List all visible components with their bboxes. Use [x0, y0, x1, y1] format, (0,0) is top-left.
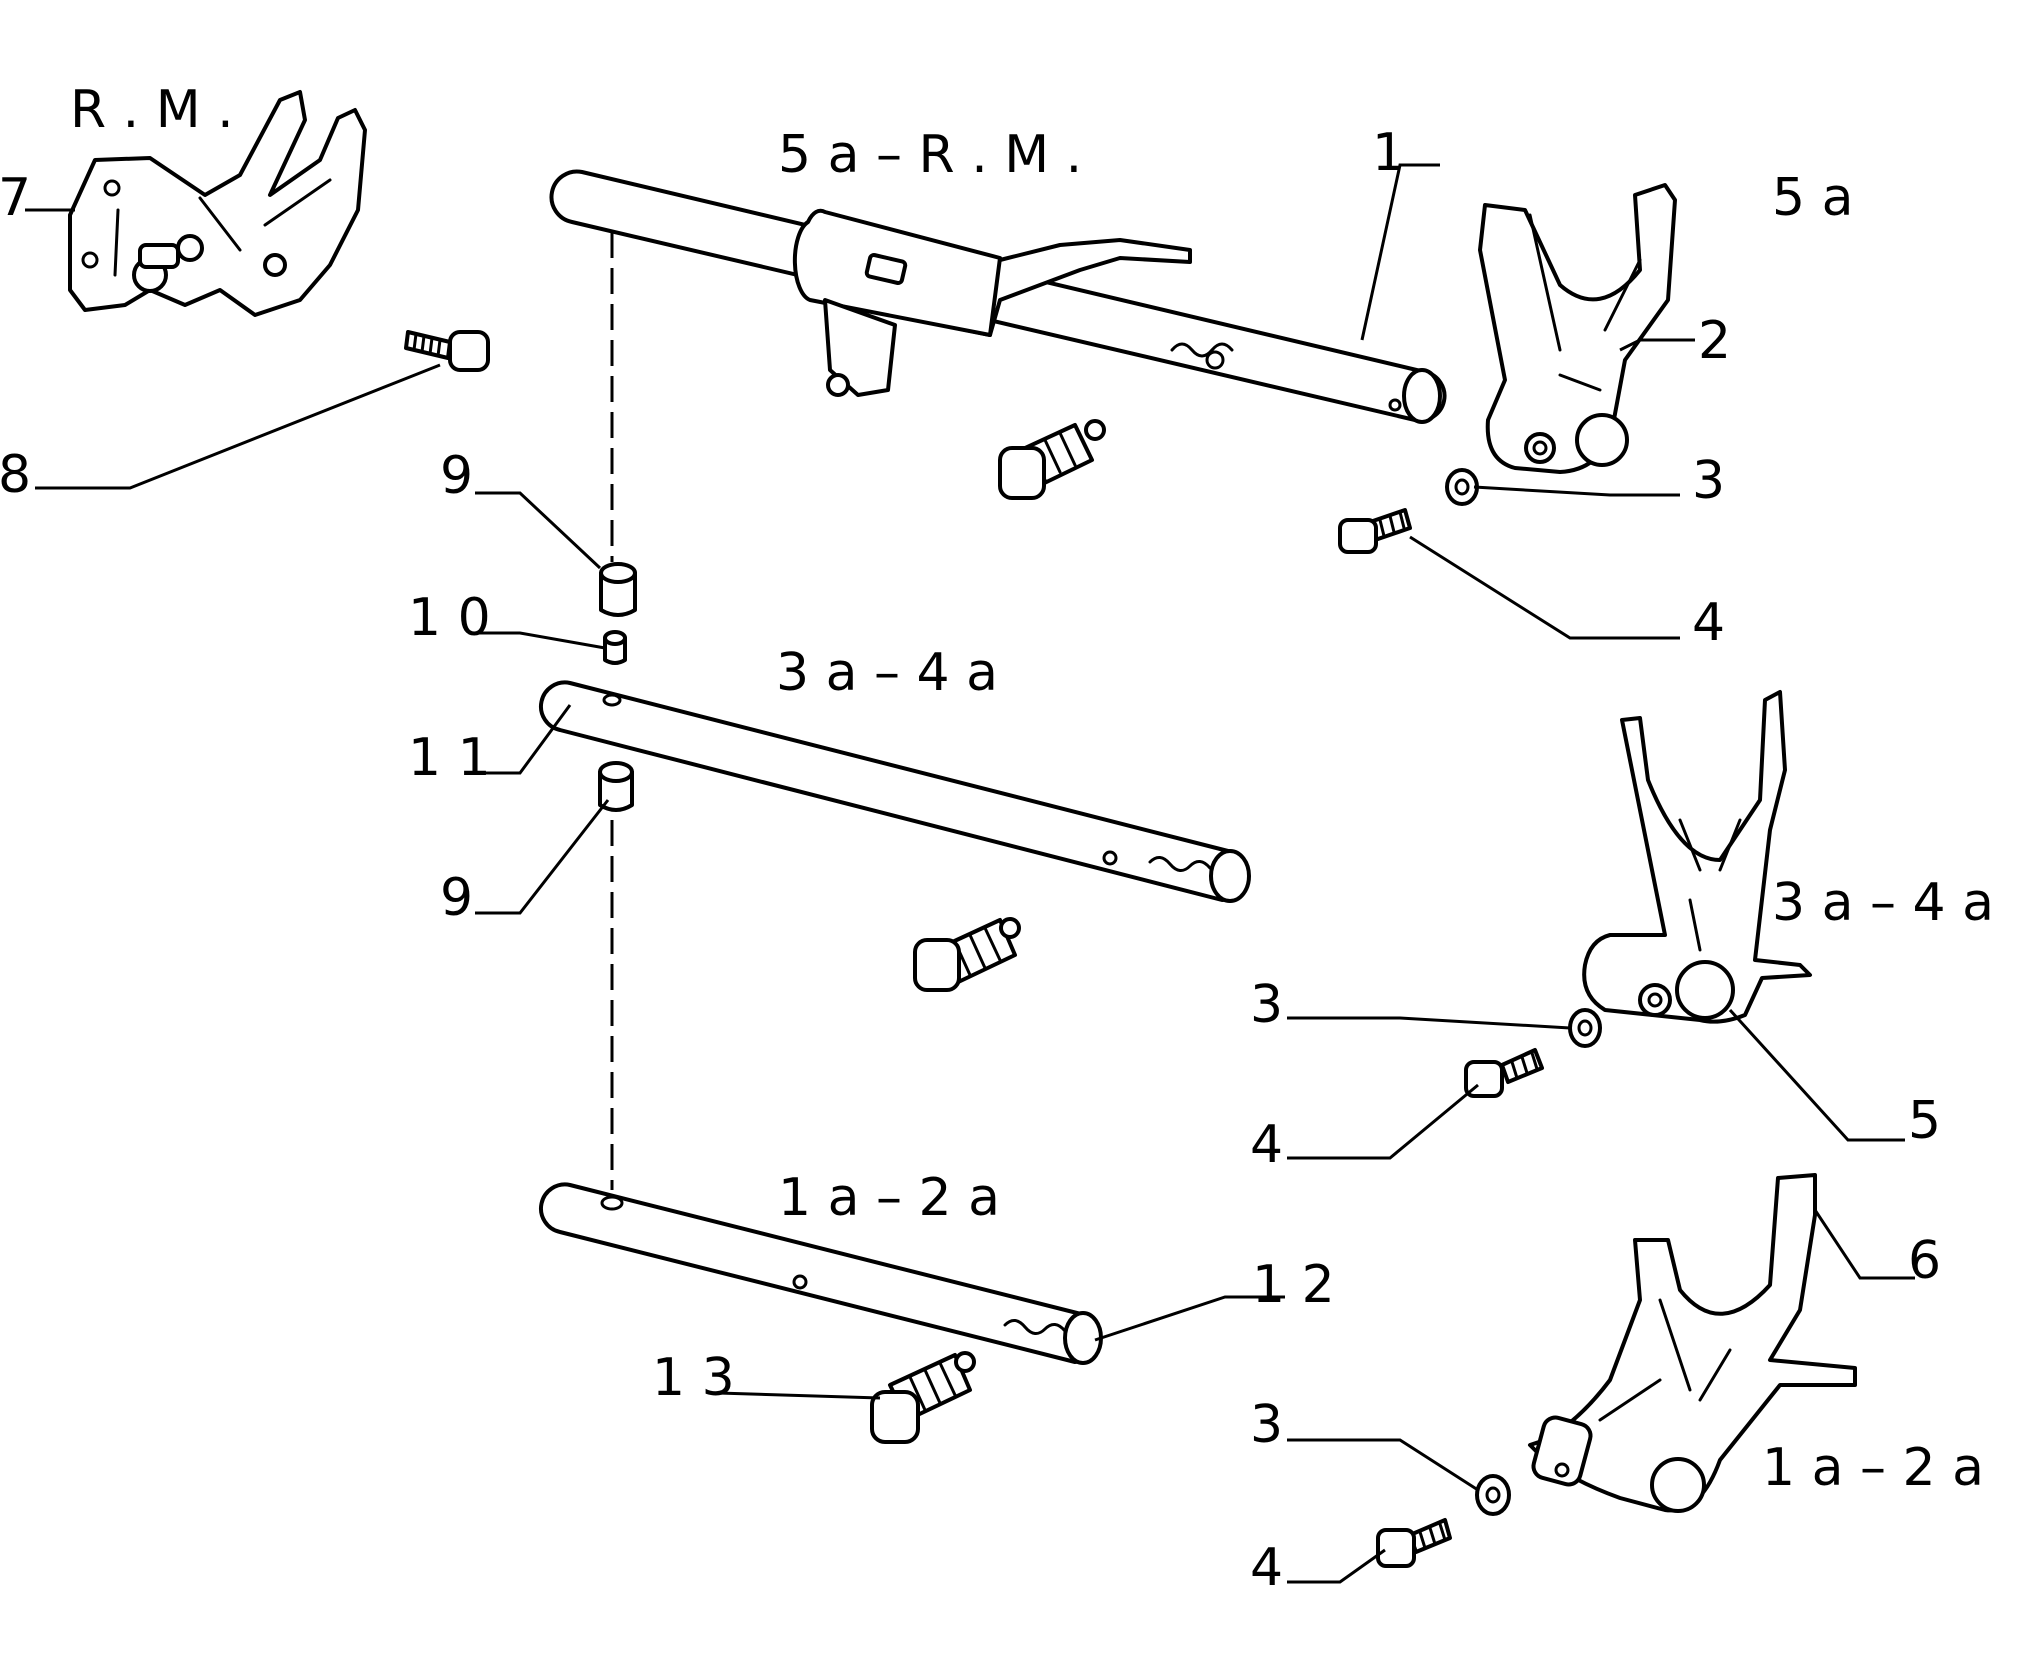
part-12-first-second-shaft: [538, 1182, 1103, 1365]
callout-3-middle: 3: [1250, 975, 1283, 1035]
callout-5: 5: [1908, 1091, 1941, 1151]
group-label-first-second-shaft: 1 a – 2 a: [778, 1168, 1000, 1228]
callout-6: 6: [1908, 1231, 1941, 1291]
callout-12: 1 2: [1252, 1255, 1335, 1315]
callout-3: 3: [1692, 451, 1725, 511]
callout-11: 1 1: [408, 728, 491, 788]
part-6-first-second-fork: [1528, 1173, 1857, 1513]
part-11-third-fourth-shaft: [538, 680, 1251, 903]
part-4-screw-a: [1338, 508, 1412, 554]
part-4-screw-c: [1376, 1518, 1452, 1568]
part-8-bolt: [404, 330, 490, 372]
part-4-screw-b: [1464, 1048, 1544, 1098]
callout-4-middle: 4: [1250, 1115, 1283, 1175]
part-1-fifth-reverse-shaft: [549, 169, 1447, 424]
callout-8: 8: [0, 445, 31, 505]
callout-2: 2: [1698, 311, 1731, 371]
part-3-washer-b: [1568, 1008, 1602, 1048]
callout-1: 1: [1372, 123, 1405, 183]
leader-lines: [25, 163, 1915, 1584]
callout-13: 1 3: [652, 1348, 735, 1408]
callout-9-lower: 9: [440, 868, 473, 928]
detent-plug-middle: [913, 917, 1021, 992]
part-3-washer-c: [1475, 1474, 1511, 1516]
callout-4-lower: 4: [1250, 1538, 1283, 1598]
callout-4: 4: [1692, 593, 1725, 653]
part-7-reverse-bracket: [68, 90, 367, 317]
callout-7: 7: [0, 168, 31, 228]
group-label-third-fourth-fork: 3 a – 4 a: [1772, 873, 1994, 933]
detent-plug-upper: [998, 419, 1106, 500]
part-5-third-fourth-fork: [1582, 690, 1812, 1024]
callout-9: 9: [440, 446, 473, 506]
group-label-third-fourth-shaft: 3 a – 4 a: [776, 643, 998, 703]
part-10-pin: [603, 630, 627, 665]
callout-10: 1 0: [408, 588, 491, 648]
group-label-fifth: 5 a: [1772, 168, 1853, 228]
callout-3-lower: 3: [1250, 1395, 1283, 1455]
group-label-fifth-reverse: 5 a – R . M .: [778, 125, 1082, 185]
part-9-dowel-upper: [599, 562, 637, 617]
group-label-first-second-fork: 1 a – 2 a: [1762, 1438, 1984, 1498]
group-label-rm: R . M .: [70, 80, 234, 140]
part-2-fifth-fork: [1478, 183, 1677, 474]
part-13-detent-plug: [870, 1351, 976, 1444]
part-3-washer-a: [1445, 468, 1479, 506]
